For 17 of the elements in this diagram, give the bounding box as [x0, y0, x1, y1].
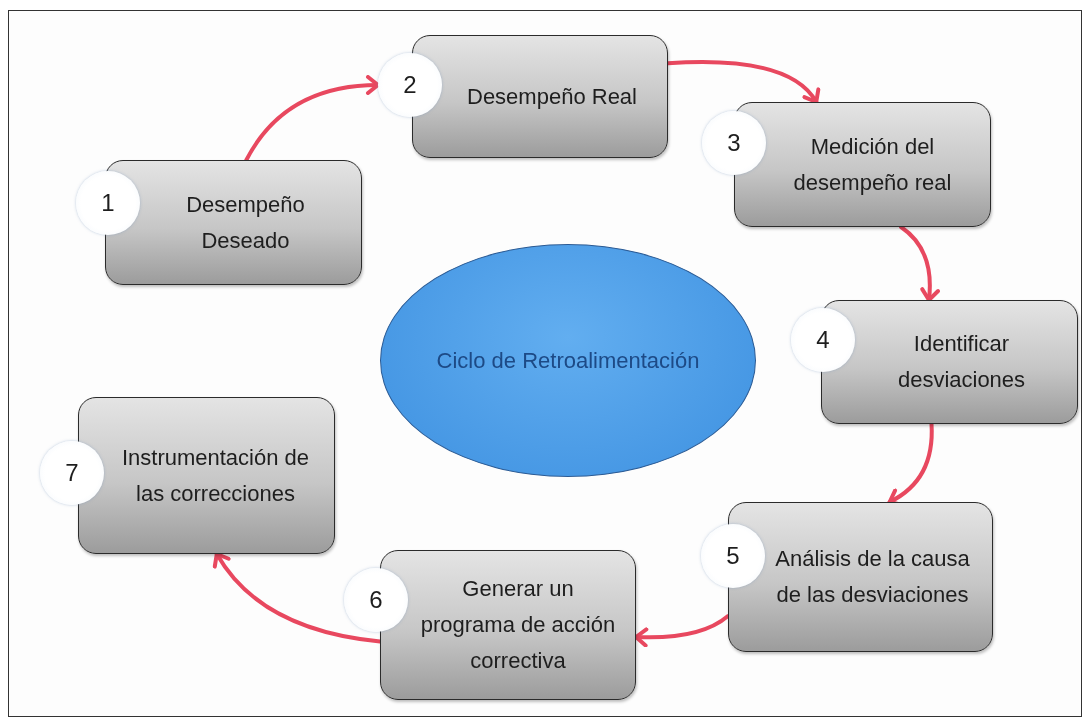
step-label: Análisis de la causa de las desviaciones: [774, 545, 971, 609]
step-label: Generar un programa de acción correctiva: [419, 575, 617, 675]
step-label: Desempeño Deseado: [185, 190, 306, 255]
step-box: [105, 160, 362, 285]
step-label: Instrumentación de las correcciones: [120, 443, 311, 508]
curved-arrow: [666, 60, 820, 104]
curved-arrow: [244, 75, 380, 162]
step-box: [728, 502, 993, 652]
step-label: Medición del desempeño real: [792, 132, 953, 197]
curved-arrow: [213, 552, 382, 644]
step-label: Desempeño Real: [467, 82, 637, 111]
step-label: Identificar desviaciones: [896, 330, 1027, 394]
ellipse-label: Ciclo de Retroalimentación: [436, 346, 700, 375]
curved-arrow: [634, 614, 730, 648]
curved-arrow: [899, 225, 940, 302]
step-box: [380, 550, 636, 700]
step-box: [78, 397, 335, 554]
